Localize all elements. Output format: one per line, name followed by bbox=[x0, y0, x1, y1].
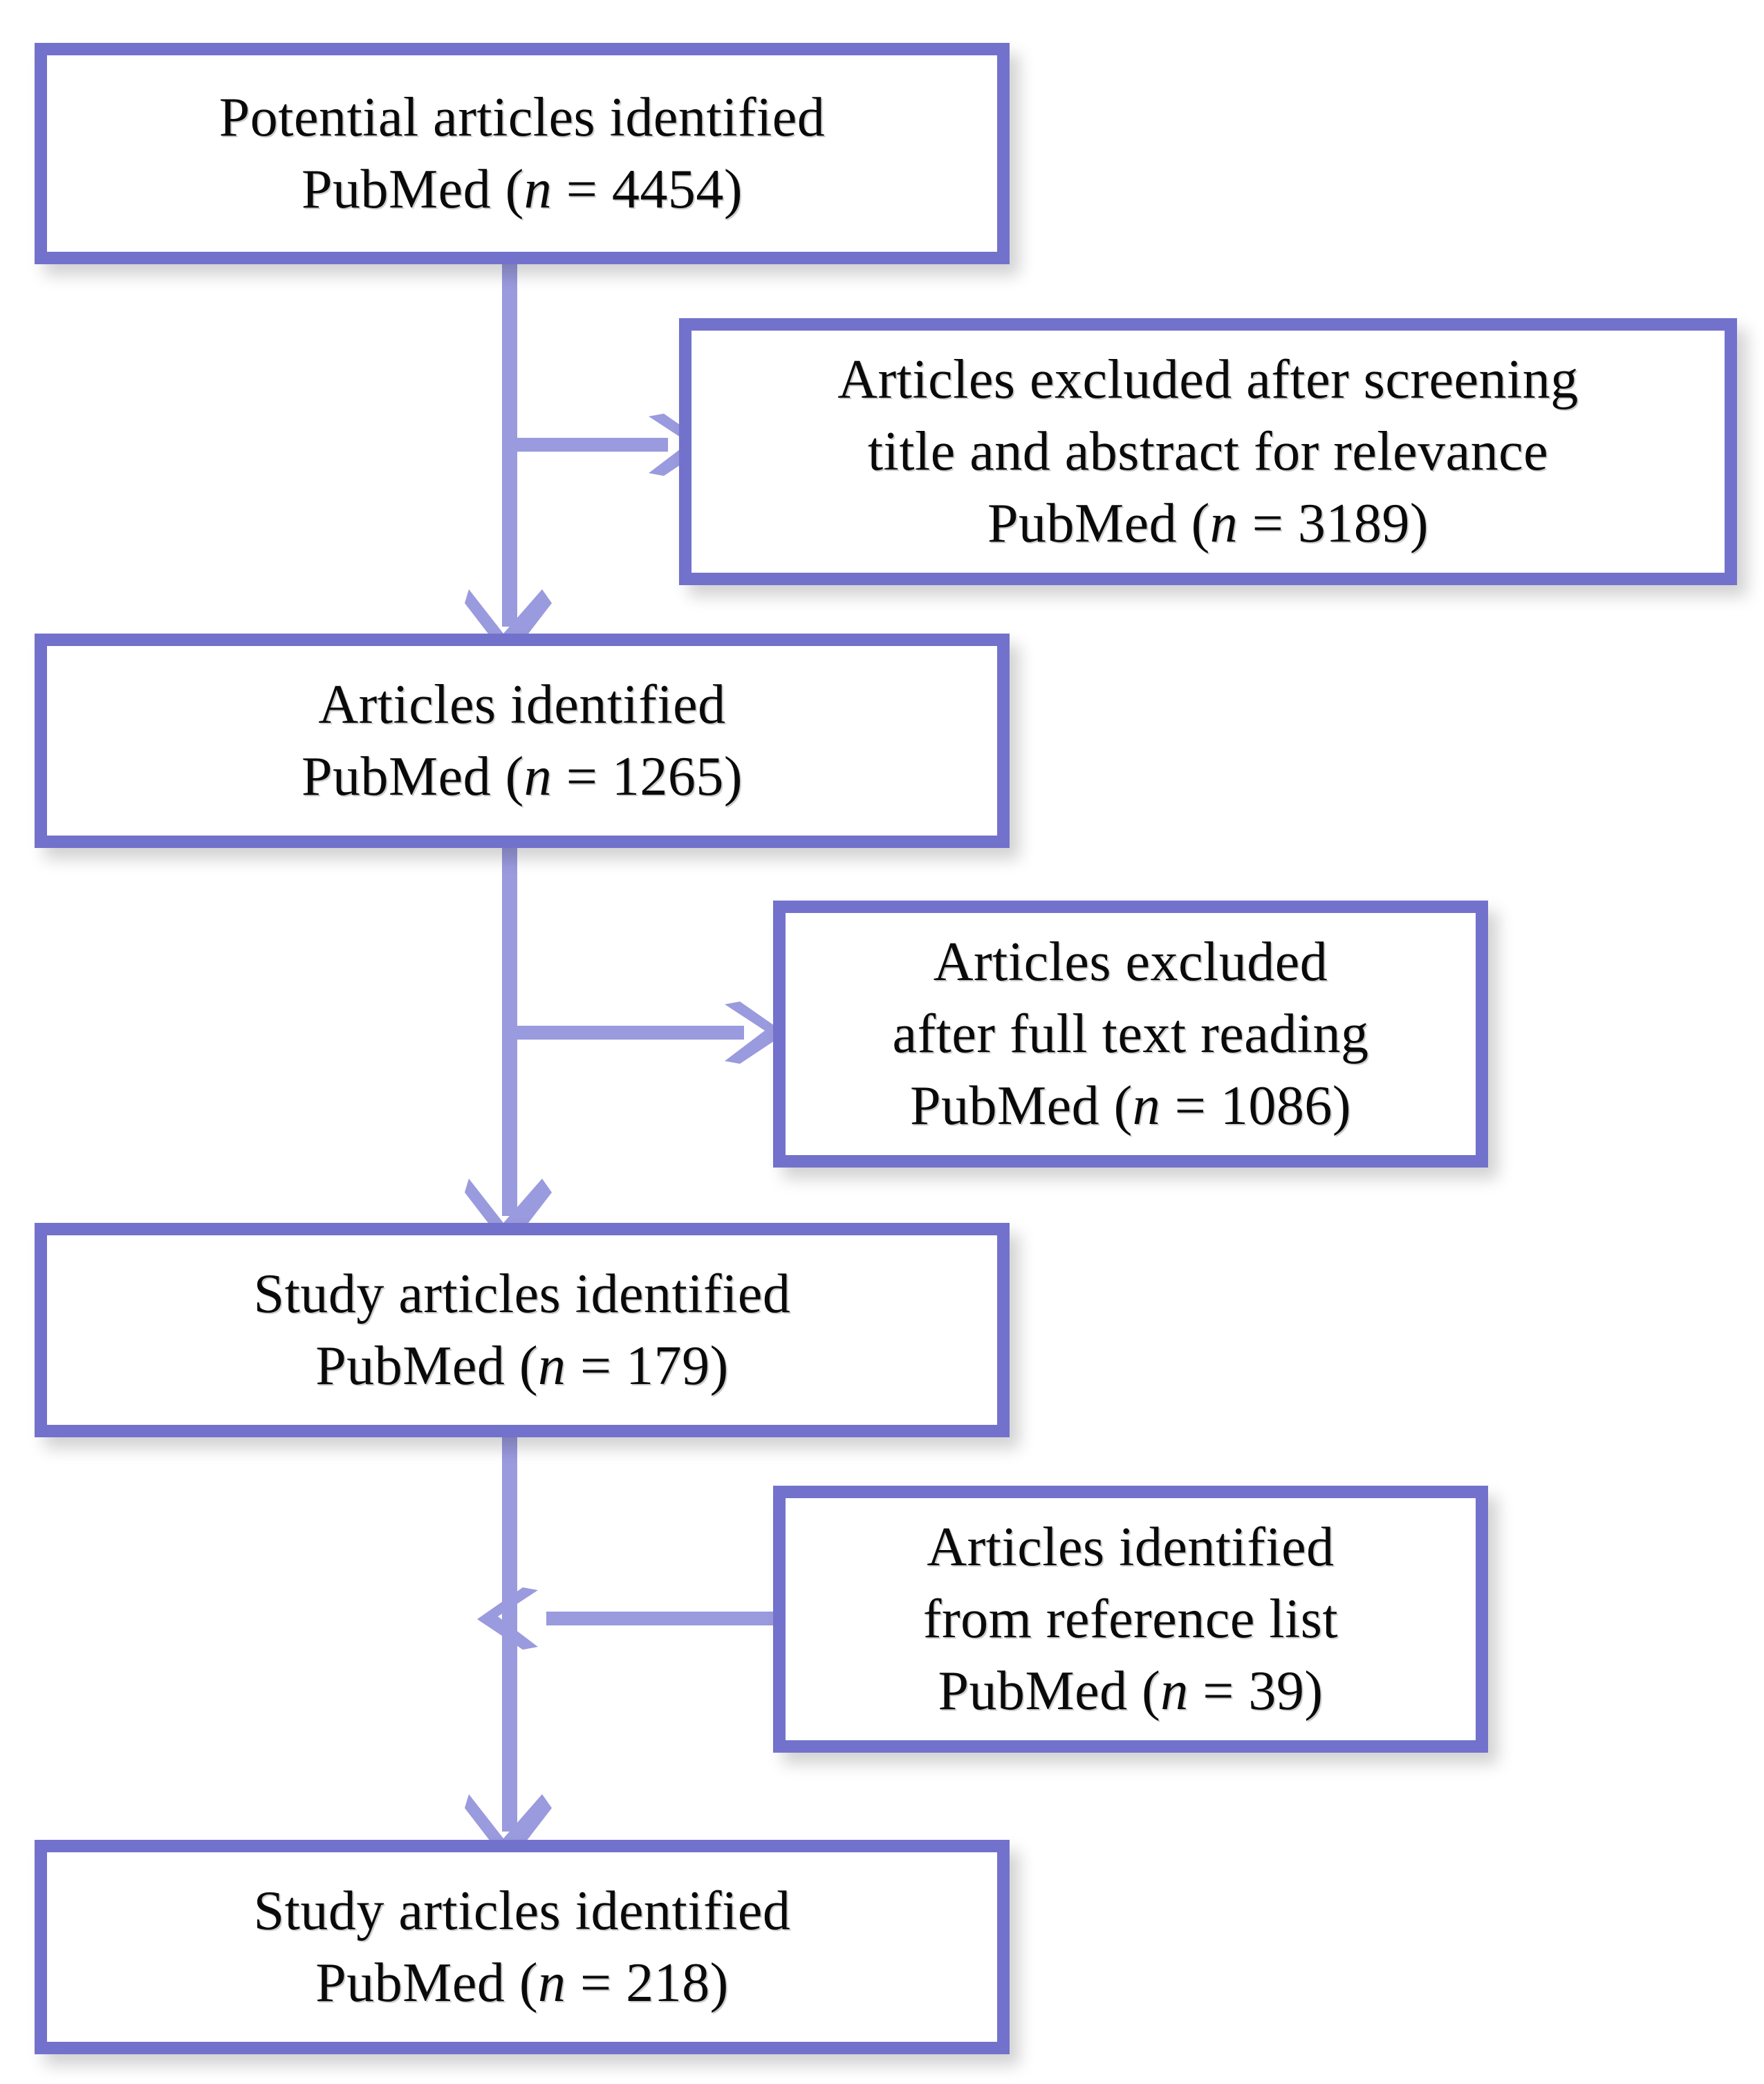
node-line-1: Articles identified bbox=[927, 1517, 1335, 1578]
node-potential-articles-identified[interactable]: Potential articles identified PubMed (n … bbox=[35, 43, 1010, 264]
node-text: Study articles identified PubMed (n = 17… bbox=[47, 1258, 997, 1402]
node-count-prefix: PubMed ( bbox=[301, 746, 524, 807]
node-line-3: PubMed (n = 3189) bbox=[691, 488, 1725, 560]
node-study-articles-identified-218[interactable]: Study articles identified PubMed (n = 21… bbox=[35, 1840, 1010, 2054]
node-count-prefix: PubMed ( bbox=[315, 1953, 538, 2013]
node-line-2: PubMed (n = 218) bbox=[47, 1947, 997, 2019]
node-line-1: Articles excluded after screening bbox=[837, 349, 1579, 410]
node-line-1: Study articles identified bbox=[253, 1881, 791, 1942]
node-line-2: PubMed (n = 4454) bbox=[47, 154, 997, 225]
connector-reference-list-to-stem bbox=[546, 1612, 774, 1625]
node-count-prefix: PubMed ( bbox=[301, 159, 524, 220]
node-count-prefix: PubMed ( bbox=[938, 1661, 1161, 1722]
node-line-1: Potential articles identified bbox=[219, 87, 826, 148]
node-text: Potential articles identified PubMed (n … bbox=[47, 82, 997, 225]
node-line-2: from reference list bbox=[922, 1589, 1339, 1650]
node-line-2: after full text reading bbox=[892, 1004, 1369, 1064]
arrowhead-down-study-218 bbox=[465, 1790, 556, 1866]
node-count-var: n bbox=[538, 1953, 566, 2013]
node-line-2: PubMed (n = 1265) bbox=[47, 741, 997, 813]
node-count-prefix: PubMed ( bbox=[909, 1076, 1133, 1136]
node-text: Articles identified PubMed (n = 1265) bbox=[47, 669, 997, 813]
node-count-var: n bbox=[538, 1336, 566, 1396]
node-count-suffix: = 39) bbox=[1188, 1661, 1324, 1722]
node-count-var: n bbox=[1132, 1076, 1161, 1136]
node-count-var: n bbox=[1209, 493, 1238, 554]
node-articles-excluded-after-screening[interactable]: Articles excluded after screening title … bbox=[679, 318, 1737, 585]
connector-articles-identified-to-excluded-fulltext bbox=[502, 1026, 744, 1040]
node-line-2: title and abstract for relevance bbox=[867, 421, 1549, 482]
node-count-suffix: = 1265) bbox=[552, 746, 743, 807]
arrowhead-down-articles-identified bbox=[465, 585, 556, 661]
node-count-suffix: = 4454) bbox=[552, 159, 743, 220]
node-line-3: PubMed (n = 1086) bbox=[786, 1070, 1476, 1142]
node-count-prefix: PubMed ( bbox=[987, 493, 1210, 554]
node-count-var: n bbox=[523, 159, 553, 220]
node-count-var: n bbox=[523, 746, 553, 807]
node-line-3: PubMed (n = 39) bbox=[786, 1655, 1476, 1727]
node-articles-excluded-after-full-text[interactable]: Articles excluded after full text readin… bbox=[773, 901, 1488, 1168]
arrowhead-down-study-179 bbox=[465, 1174, 556, 1251]
node-articles-identified-from-reference-list[interactable]: Articles identified from reference list … bbox=[773, 1486, 1488, 1753]
node-count-suffix: = 1086) bbox=[1160, 1076, 1352, 1136]
node-articles-identified[interactable]: Articles identified PubMed (n = 1265) bbox=[35, 634, 1010, 848]
node-text: Study articles identified PubMed (n = 21… bbox=[47, 1875, 997, 2019]
node-count-suffix: = 3189) bbox=[1238, 493, 1429, 554]
node-line-1: Articles identified bbox=[318, 674, 726, 735]
node-count-suffix: = 179) bbox=[566, 1336, 729, 1396]
node-study-articles-identified-179[interactable]: Study articles identified PubMed (n = 17… bbox=[35, 1223, 1010, 1437]
arrowhead-left-reference-list bbox=[467, 1586, 544, 1652]
connector-identified-to-excluded-screening bbox=[502, 438, 668, 452]
node-count-suffix: = 218) bbox=[566, 1953, 729, 2013]
node-text: Articles excluded after screening title … bbox=[691, 344, 1725, 560]
node-count-var: n bbox=[1160, 1661, 1189, 1722]
node-line-2: PubMed (n = 179) bbox=[47, 1330, 997, 1402]
node-line-1: Study articles identified bbox=[253, 1264, 791, 1325]
node-count-prefix: PubMed ( bbox=[315, 1336, 538, 1396]
node-text: Articles identified from reference list … bbox=[786, 1511, 1476, 1727]
node-line-1: Articles excluded bbox=[933, 932, 1328, 993]
node-text: Articles excluded after full text readin… bbox=[786, 926, 1476, 1142]
